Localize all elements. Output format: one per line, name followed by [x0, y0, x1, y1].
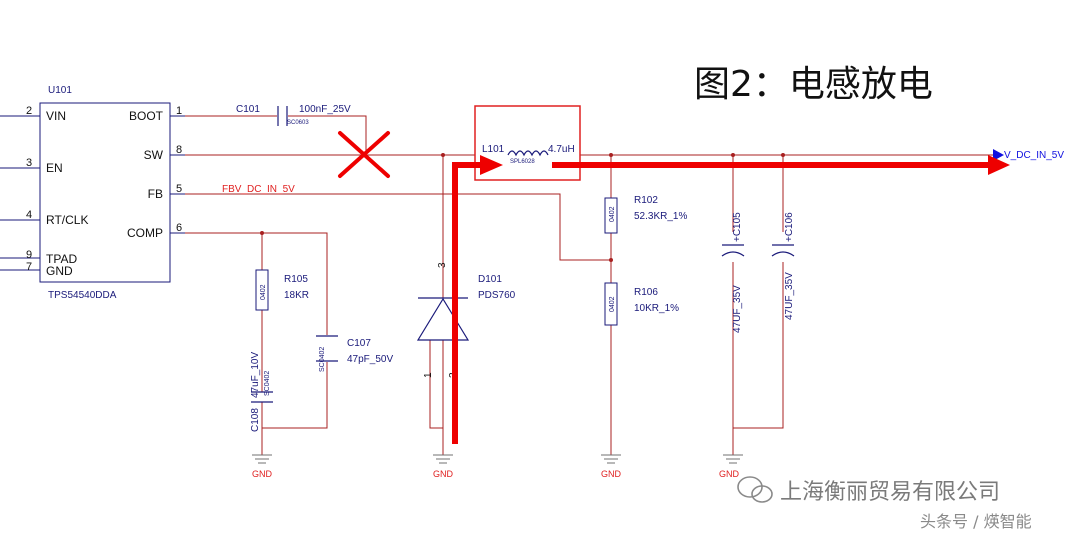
r105-pkg: 0402 — [260, 284, 267, 300]
net-label-fbv: FBV_DC_IN_5V — [222, 184, 295, 195]
d101-pin1: 1 — [423, 372, 434, 378]
c105-value: 47UF_35V — [732, 285, 743, 333]
wechat-icon — [737, 476, 773, 503]
gnd-label: GND — [252, 469, 273, 479]
c107-ref: C107 — [347, 338, 371, 349]
resistor-r106: 0402 R106 10KR_1% — [604, 282, 679, 326]
c105-ref: +C105 — [732, 212, 743, 242]
c106-value: 47UF_35V — [784, 272, 795, 320]
capacitor-c105: +C105 47UF_35V — [721, 212, 745, 333]
pin-num: 2 — [26, 105, 32, 117]
inductor-highlight-box — [474, 105, 581, 181]
pin-name: SW — [144, 148, 164, 162]
capacitor-c101: C101 100nF_25V SC0603 — [236, 104, 351, 126]
pin-num: 8 — [176, 144, 182, 156]
figure-title: 图2：电感放电 — [694, 64, 933, 105]
cross-mark — [338, 131, 390, 178]
gnd-symbol: GND — [601, 454, 622, 479]
r102-ref: R102 — [634, 195, 658, 206]
pin-num: 9 — [26, 249, 32, 261]
d101-value: PDS760 — [478, 290, 516, 301]
watermark-company: 上海衡丽贸易有限公司 — [780, 480, 1000, 505]
gnd-label: GND — [433, 469, 454, 479]
r106-ref: R106 — [634, 287, 658, 298]
pin-num: 5 — [176, 183, 182, 195]
output-port: V_DC_IN_5V — [993, 149, 1064, 161]
ic-body — [39, 102, 171, 283]
capacitor-c106: +C106 47UF_35V — [771, 212, 795, 320]
pin-name: FB — [148, 187, 163, 201]
gnd-label: GND — [719, 469, 740, 479]
r102-value: 52.3KR_1% — [634, 211, 687, 222]
gnd-symbol: GND — [433, 454, 454, 479]
gnd-symbol: GND — [252, 454, 273, 479]
pin-name: EN — [46, 161, 63, 175]
d101-ref: D101 — [478, 274, 502, 285]
junction-dots — [260, 153, 785, 262]
c106-ref: +C106 — [784, 212, 795, 242]
c101-ref: C101 — [236, 104, 260, 115]
d101-pin3: 3 — [437, 262, 448, 268]
inductor-l101: L101 4.7uH SPL6028 — [474, 105, 581, 181]
net-label-vout: V_DC_IN_5V — [1004, 150, 1064, 161]
pin-num: 6 — [176, 222, 182, 234]
pin-num: 7 — [26, 261, 32, 273]
r106-value: 10KR_1% — [634, 303, 679, 314]
pin-name: TPAD — [46, 252, 77, 266]
watermark: 上海衡丽贸易有限公司 头条号 / 煐智能 — [737, 476, 1032, 531]
resistor-r102: 0402 R102 52.3KR_1% — [604, 195, 687, 234]
c108-value: 47uF_10V — [250, 352, 261, 398]
pin-name: RT/CLK — [46, 213, 88, 227]
capacitor-c107: SC0402 C107 47pF_50V — [316, 335, 393, 372]
watermark-source: 头条号 / 煐智能 — [920, 512, 1032, 531]
gnd-symbol: GND — [719, 454, 743, 479]
l101-value: 4.7uH — [548, 144, 575, 155]
pin-name: BOOT — [129, 109, 164, 123]
r106-pkg: 0402 — [609, 296, 616, 312]
diode-d101: D101 PDS760 3 1 2 — [416, 262, 516, 378]
resistor-r105: 0402 R105 18KR — [255, 269, 309, 311]
r102-pkg: 0402 — [609, 206, 616, 222]
pin-num: 4 — [26, 209, 32, 221]
c108-pkg: SC0402 — [264, 371, 271, 396]
r105-ref: R105 — [284, 274, 308, 285]
l101-ref: L101 — [482, 144, 505, 155]
current-path-line — [452, 162, 482, 444]
c107-value: 47pF_50V — [347, 354, 393, 365]
capacitor-c108: 47uF_10V SC0402 C108 — [250, 352, 273, 432]
ic-part: TPS54540DDA — [48, 290, 117, 301]
c108-ref: C108 — [250, 408, 261, 432]
current-arrow-head-2 — [988, 155, 1010, 175]
ic-u101: U101 TPS54540DDA 2 VIN 3 EN 4 RT/CLK 9 T… — [0, 85, 185, 301]
pin-name: VIN — [46, 109, 66, 123]
discharge-current-path — [452, 155, 1010, 444]
l101-pkg: SPL6028 — [510, 159, 535, 165]
pin-num: 1 — [176, 105, 182, 117]
c107-pkg: SC0402 — [319, 347, 326, 372]
ic-refdes: U101 — [48, 85, 72, 96]
pin-name: GND — [46, 264, 73, 278]
c101-value: 100nF_25V — [299, 104, 351, 115]
current-arrow-head-1 — [480, 155, 503, 175]
gnd-label: GND — [601, 469, 622, 479]
r105-value: 18KR — [284, 290, 309, 301]
pin-name: COMP — [127, 226, 163, 240]
wires — [185, 115, 995, 455]
c101-pkg: SC0603 — [287, 120, 309, 126]
pin-num: 3 — [26, 157, 32, 169]
